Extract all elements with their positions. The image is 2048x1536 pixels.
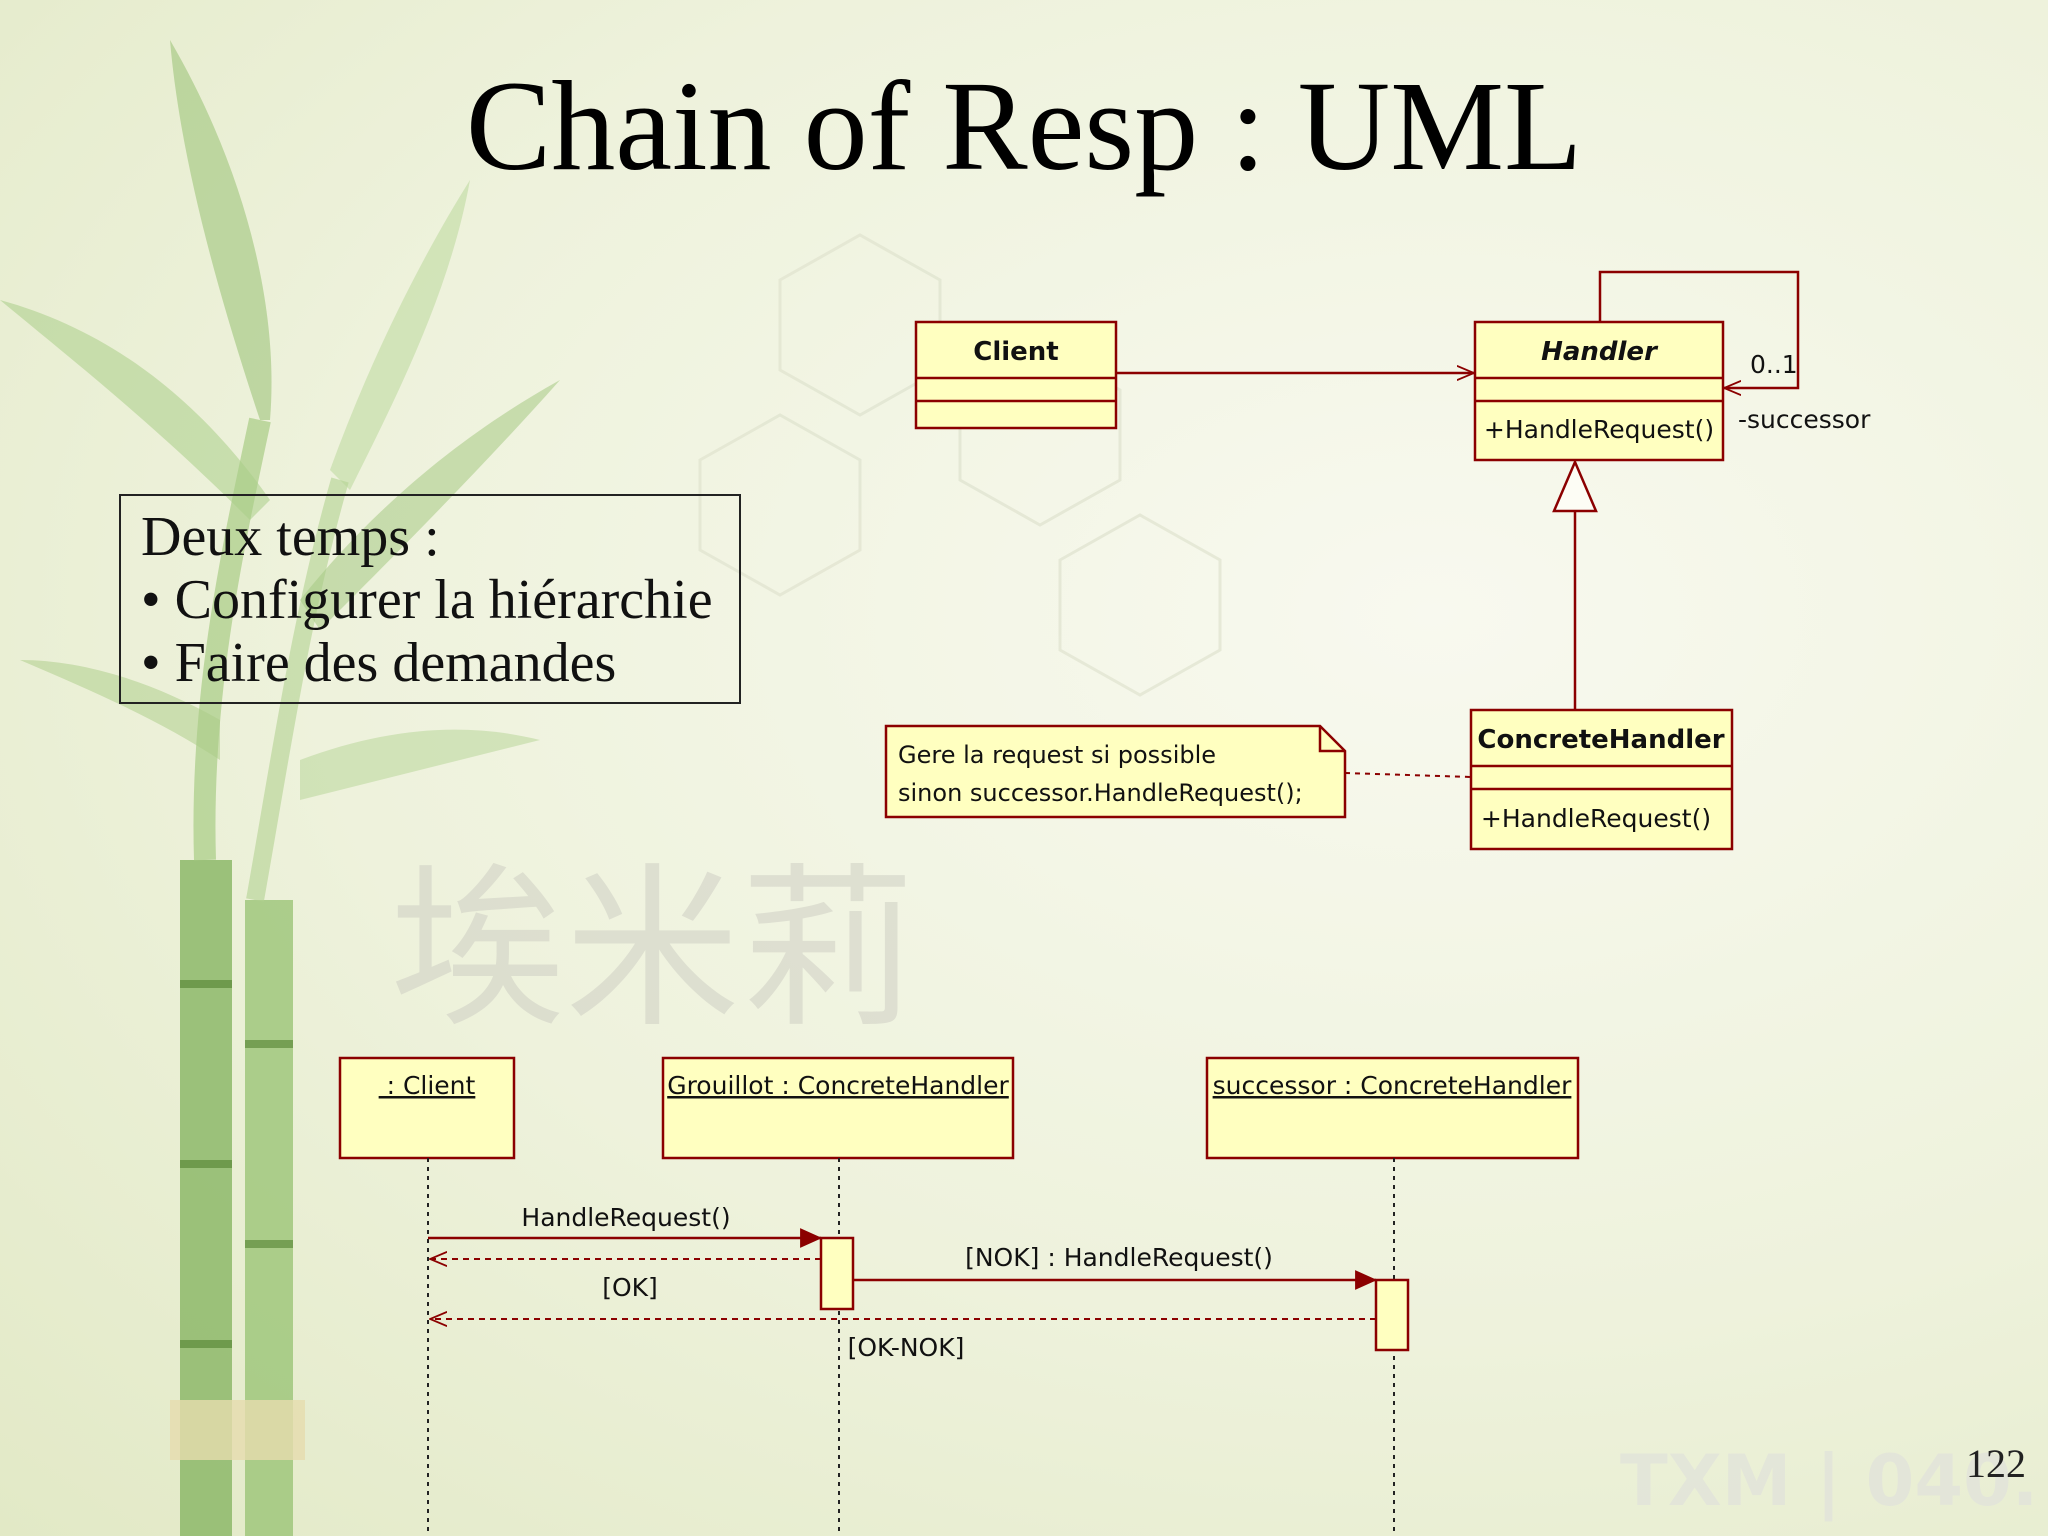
message-handle-request-label: HandleRequest() [521,1203,730,1232]
successor-role: -successor [1738,405,1871,434]
concrete-handler-operation: +HandleRequest() [1481,804,1711,833]
watermark-latin: TXM | 040. U [1620,1440,2048,1522]
lifeline-successor-label: successor : ConcreteHandler [1213,1071,1572,1100]
notes-bullet: • Configurer la hiérarchie [141,569,713,631]
slide-title: Chain of Resp : UML [465,55,1583,197]
client-class-name: Client [973,337,1058,367]
client-class: Client [914,320,1118,430]
successor-multiplicity: 0..1 [1750,350,1798,379]
lifeline-client: : Client [338,1056,516,1536]
bamboo-illustration [0,40,560,1536]
return-ok-nok-label: [OK-NOK] [848,1333,965,1362]
notes-box: Deux temps : • Configurer la hiérarchie … [119,494,741,704]
comment-line-2: sinon successor.HandleRequest(); [898,779,1303,807]
lifeline-successor: successor : ConcreteHandler [1205,1056,1580,1536]
activation-successor [1374,1278,1410,1352]
concrete-handler-class: ConcreteHandler +HandleRequest() [1469,708,1734,851]
comment-anchor-line [1344,772,1472,778]
comment-note: Gere la request si possible sinon succes… [884,724,1347,819]
notes-heading: Deux temps : [141,506,440,568]
watermark-chinese: 埃米莉 [390,849,915,1052]
message-nok-handle-request-label: [NOK] : HandleRequest() [965,1243,1273,1272]
activation-grouillot [819,1236,855,1311]
comment-line-1: Gere la request si possible [898,741,1216,769]
page-number: 122 [1966,1441,2026,1486]
lifeline-grouillot-label: Grouillot : ConcreteHandler [667,1071,1009,1100]
concrete-handler-class-name: ConcreteHandler [1477,725,1724,755]
handler-operation: +HandleRequest() [1484,415,1714,444]
generalization-triangle [1552,458,1598,513]
handler-class-name: Handler [1541,337,1659,367]
successor-self-association [1598,270,1800,388]
return-ok-label: [OK] [602,1273,658,1302]
lifeline-grouillot: Grouillot : ConcreteHandler [661,1056,1015,1536]
handler-class: Handler +HandleRequest() [1473,320,1725,462]
lifeline-client-label: : Client [379,1071,476,1100]
notes-bullet: • Faire des demandes [141,632,617,694]
